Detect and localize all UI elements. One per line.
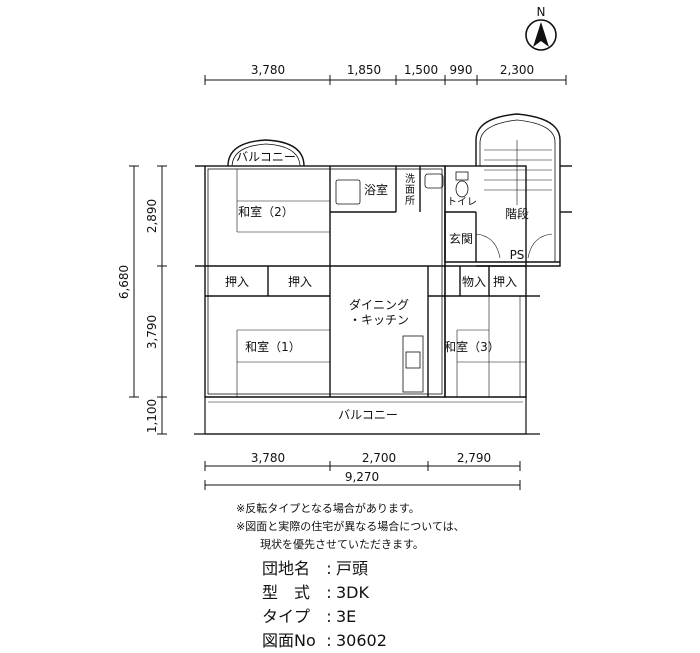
- oshiire-2-label: 押入: [288, 275, 312, 289]
- notes: ※反転タイプとなる場合があります。 ※図面と実際の住宅が異なる場合については、 …: [236, 500, 465, 554]
- washitsu-2-label: 和室（2）: [238, 204, 294, 219]
- bath-label: 浴室: [364, 182, 388, 197]
- top-dim-1: 3,780: [251, 63, 285, 77]
- walls: [194, 113, 572, 435]
- left-dim-total: 6,680: [117, 265, 131, 299]
- washitsu-1-label: 和室（1）: [245, 339, 301, 354]
- info-drawing-value: 30602: [336, 631, 387, 650]
- top-dim-2: 1,850: [347, 63, 381, 77]
- info-type-label: 型 式: [262, 583, 311, 602]
- bottom-dim-3: 2,790: [457, 451, 491, 465]
- info-row-drawing: 図面No : 30602: [262, 629, 387, 653]
- info-variant-value: 3E: [336, 607, 357, 626]
- washitsu-3-label: 和室（3）: [444, 339, 500, 354]
- compass-label: N: [537, 5, 546, 19]
- top-dimension-line: [204, 75, 567, 85]
- washroom-label-3: 所: [405, 195, 415, 207]
- top-dim-3: 1,500: [404, 63, 438, 77]
- info-variant-label: タイプ: [262, 607, 311, 626]
- info-colon: :: [326, 607, 332, 626]
- note-line-1: ※反転タイプとなる場合があります。: [236, 502, 420, 515]
- entrance-label: 玄関: [449, 231, 473, 246]
- bottom-dim-2: 2,700: [362, 451, 396, 465]
- note-line-3: 現状を優先させていただきます。: [260, 538, 424, 551]
- info-type-value: 3DK: [336, 583, 369, 602]
- left-dim-upper: 2,890: [145, 199, 159, 233]
- bottom-dim-1: 3,780: [251, 451, 285, 465]
- ps-label: PS: [510, 248, 525, 262]
- room-labels: バルコニー 和室（2） 浴室 洗 面 所 トイレ 階段 玄関 PS 押入 押入 …: [225, 150, 529, 422]
- dk-label-2: ・キッチン: [349, 313, 409, 327]
- dk-label-1: ダイニング: [349, 297, 409, 312]
- info-row-variant: タイプ : 3E: [262, 605, 387, 629]
- info-drawing-label: 図面No: [262, 631, 316, 650]
- info-name-value: 戸頭: [336, 559, 369, 578]
- toilet-label: トイレ: [447, 197, 477, 208]
- stairs-label: 階段: [505, 206, 529, 221]
- left-dimension-lines: [129, 165, 167, 435]
- bottom-dimension-lines: [204, 461, 521, 490]
- left-dim-middle: 3,790: [145, 315, 159, 349]
- oshiire-1-label: 押入: [225, 275, 249, 289]
- info-colon: :: [326, 559, 332, 578]
- info-row-name: 団地名 : 戸頭: [262, 557, 387, 581]
- info-name-label: 団地名: [262, 559, 311, 578]
- washroom-label-2: 面: [405, 185, 415, 196]
- unit-info: 団地名 : 戸頭 型 式 : 3DK タイプ : 3E 図面No : 30602: [262, 557, 387, 653]
- info-row-type: 型 式 : 3DK: [262, 581, 387, 605]
- bottom-dim-total: 9,270: [345, 470, 379, 484]
- monoire-label: 物入: [462, 275, 486, 289]
- left-dim-lower: 1,100: [145, 399, 159, 433]
- top-dim-5: 2,300: [500, 63, 534, 77]
- info-colon: :: [326, 631, 332, 650]
- balcony-bottom-label: バルコニー: [338, 408, 398, 422]
- washroom-label-1: 洗: [405, 173, 415, 185]
- info-colon: :: [326, 583, 332, 602]
- north-compass: N: [525, 5, 557, 51]
- balcony-top-label: バルコニー: [236, 150, 296, 164]
- note-line-2: ※図面と実際の住宅が異なる場合については、: [236, 520, 465, 533]
- oshiire-3-label: 押入: [493, 275, 517, 289]
- top-dim-4: 990: [450, 63, 473, 77]
